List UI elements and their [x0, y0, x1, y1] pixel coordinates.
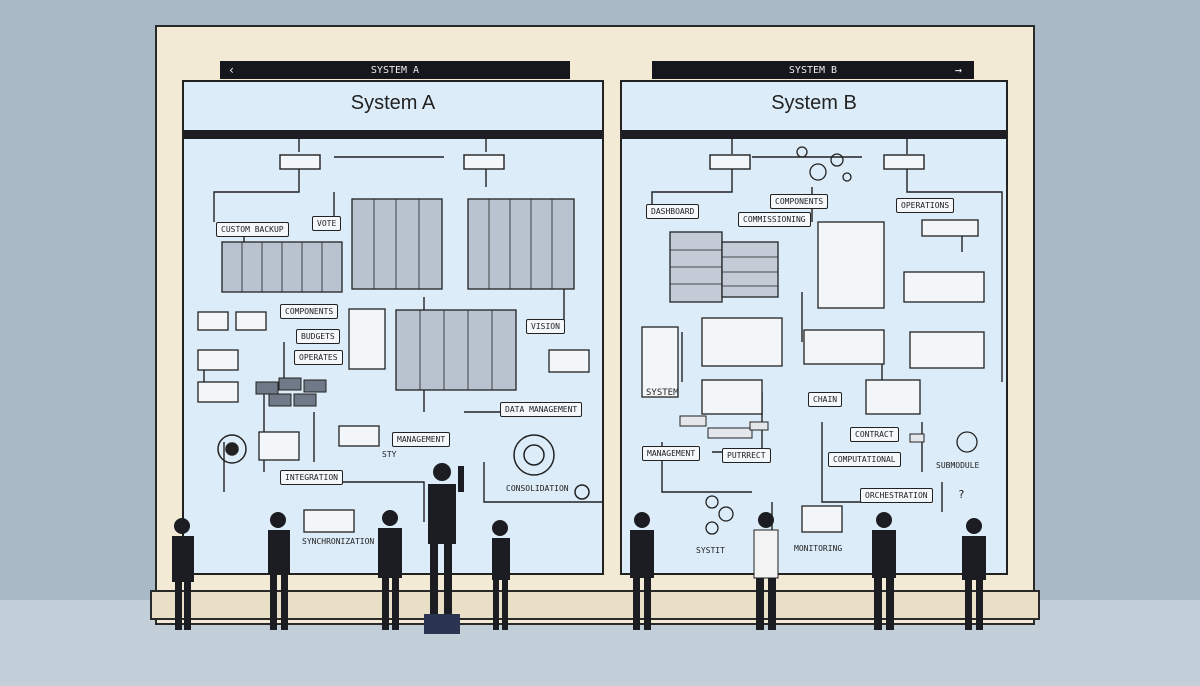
label-custom: CUSTOM BACKUP: [216, 222, 289, 237]
label-operation: OPERATIONS: [896, 198, 955, 213]
person: [753, 512, 779, 630]
label-submodule: SUBMODULE: [936, 461, 980, 470]
header-strip: [184, 130, 602, 139]
label-dashboard: DASHBOARD: [646, 204, 700, 219]
system-b-panel: System B: [620, 80, 1008, 575]
chevron-left-icon: ‹: [228, 63, 236, 77]
system-a-title: System A: [350, 92, 436, 114]
system-a-diagram: [197, 139, 602, 533]
label-management: MANAGEMENT: [642, 446, 701, 461]
person: [172, 518, 194, 630]
system-a-panel: System A: [182, 80, 604, 575]
label-budgets: BUDGETS: [296, 329, 340, 344]
label-system: SYSTEM: [646, 388, 679, 398]
label-orchestration: ORCHESTRATION: [860, 488, 933, 503]
person: [962, 518, 986, 630]
label-monitoring: MONITORING: [794, 544, 843, 553]
label-contract: CONTRACT: [850, 427, 899, 442]
label-integration: INTEGRATION: [280, 470, 343, 485]
label-vision: VISION: [526, 319, 565, 334]
system-b-banner: SYSTEM B →: [652, 61, 974, 79]
label-synchronization: SYNCHRONIZATION: [302, 537, 375, 546]
label-computational: COMPUTATIONAL: [828, 452, 901, 467]
system-b-diagram: [641, 139, 1003, 542]
label-vote: VOTE: [312, 216, 342, 231]
system-b-title: System B: [771, 92, 857, 114]
label-putrrect: PUTRRECT: [722, 448, 771, 463]
label-management: MANAGEMENT: [392, 432, 451, 447]
system-a-banner-text: SYSTEM A: [370, 64, 420, 76]
person-presenter: [424, 463, 464, 634]
label-data-management: DATA MANAGEMENT: [500, 402, 583, 417]
person: [268, 512, 290, 630]
label-question: ?: [958, 488, 965, 501]
label-commissioning: COMMISSIONING: [738, 212, 811, 227]
person: [630, 512, 654, 630]
person: [378, 510, 402, 630]
arrow-right-icon: →: [954, 63, 962, 77]
person: [492, 520, 510, 630]
label-chain: CHAIN: [808, 392, 843, 407]
label-components: COMPONENTS: [280, 304, 339, 319]
label-consolidation: CONSOLIDATION: [506, 484, 569, 493]
label-systit: SYSTIT: [696, 546, 725, 555]
label-components: COMPONENTS: [770, 194, 829, 209]
label-sty: STY: [382, 450, 397, 459]
system-a-banner: ‹ SYSTEM A: [220, 61, 570, 79]
label-operates: OPERATES: [294, 350, 343, 365]
header-strip: [622, 130, 1006, 139]
person: [872, 512, 896, 630]
system-b-banner-text: SYSTEM B: [788, 64, 838, 76]
